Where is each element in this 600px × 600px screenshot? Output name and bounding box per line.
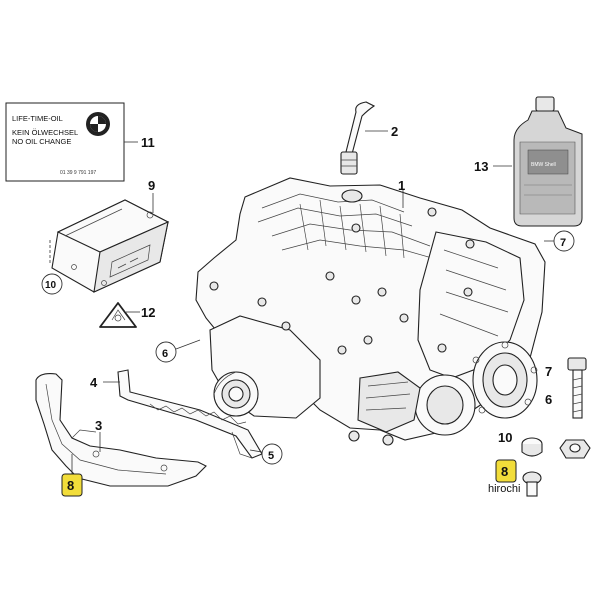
- label-line-3: NO OIL CHANGE: [12, 137, 71, 146]
- transfer-case: [195, 177, 546, 446]
- leader-6: [175, 339, 201, 350]
- breather-pipe: [340, 101, 376, 175]
- mounting-bracket: [117, 369, 263, 459]
- callout-7-circle: [553, 230, 575, 252]
- callout-11: 11: [141, 135, 155, 150]
- label-line-1: LIFE-TIME-OIL: [12, 114, 63, 123]
- control-unit: [51, 199, 170, 293]
- label-line-2: KEIN ÖLWECHSEL: [12, 128, 78, 137]
- bottle-brand: BMW Shell: [531, 162, 556, 168]
- callout-5-circle: [261, 443, 283, 465]
- callout-8b: 8: [501, 464, 508, 479]
- breather-hose: [345, 101, 376, 155]
- callout-6b: 6: [545, 392, 552, 407]
- actuator-motor: [357, 371, 421, 433]
- callout-9: 9: [148, 178, 155, 193]
- nut-10: [521, 437, 543, 457]
- callout-7: 7: [560, 237, 566, 249]
- callout-2: 2: [391, 124, 398, 139]
- callout-12: 12: [141, 305, 155, 320]
- bmw-logo-icon: [86, 112, 110, 136]
- bolt-8: [522, 471, 542, 497]
- callout-6: 6: [162, 348, 168, 360]
- callout-8: 8: [67, 478, 74, 493]
- callout-10b: 10: [498, 430, 512, 445]
- warning-triangle-icon: [99, 302, 137, 328]
- leader-5: [249, 449, 263, 453]
- housing-bolts: [209, 207, 475, 355]
- callout-5: 5: [268, 450, 274, 462]
- watermark: hirochi: [488, 483, 520, 495]
- callout-1: 1: [398, 178, 405, 193]
- callout-4: 4: [90, 375, 98, 390]
- callout-8b-highlight: [495, 459, 517, 483]
- bottle-cap: [535, 96, 555, 112]
- nut-7: [559, 439, 591, 459]
- oil-bottle: BMW Shell: [513, 96, 583, 227]
- callout-13: 13: [474, 159, 488, 174]
- callout-8-highlight: [61, 473, 83, 497]
- bolt-6: [567, 357, 587, 419]
- callout-6-circle: [155, 341, 177, 363]
- callout-7b: 7: [545, 364, 552, 379]
- breather-fitting: [340, 151, 358, 175]
- callout-10-circle: [41, 273, 63, 295]
- callout-3: 3: [95, 418, 102, 433]
- callout-10: 10: [45, 280, 57, 291]
- label-part-number: 01 39 9 791 197: [60, 170, 96, 176]
- oil-label-sticker: LIFE-TIME-OIL KEIN ÖLWECHSEL NO OIL CHAN…: [5, 102, 125, 182]
